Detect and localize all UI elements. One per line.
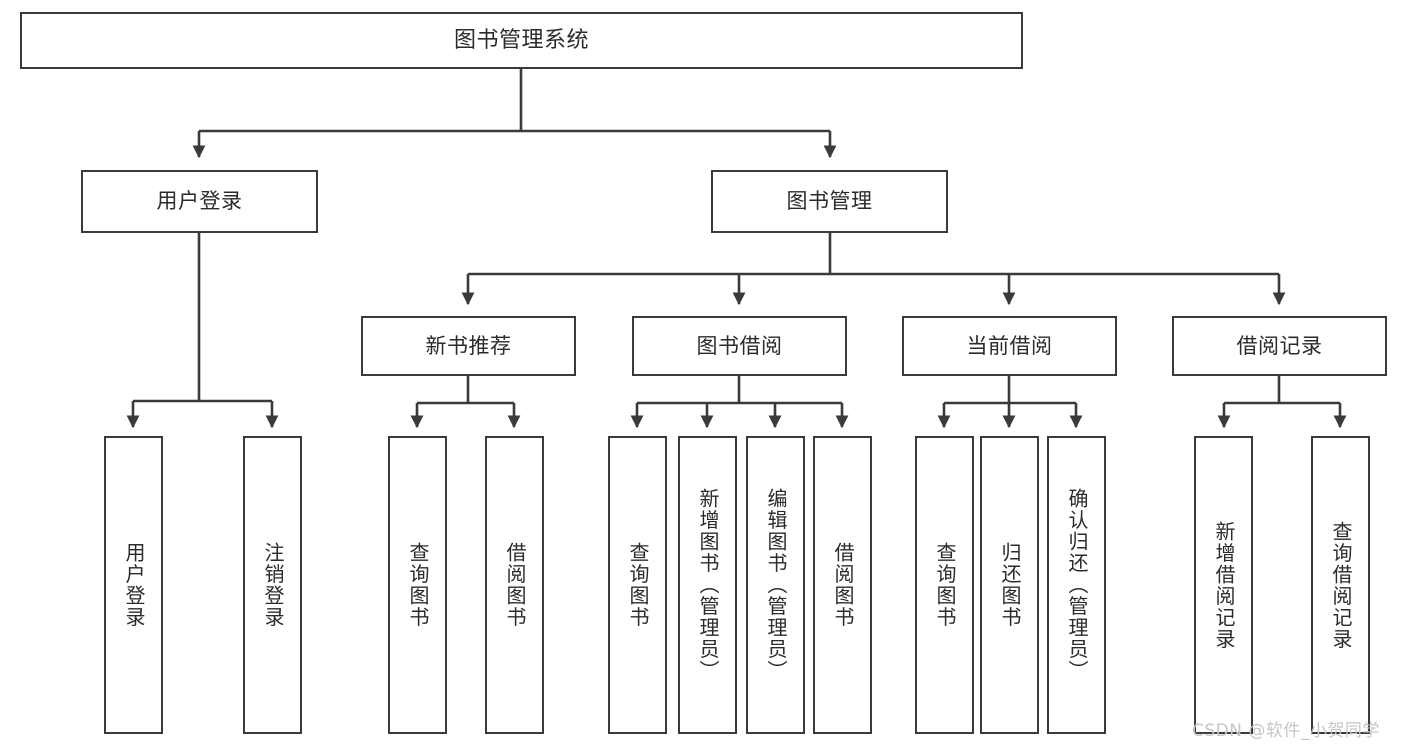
node-label: 新增图书（管理员） [696,488,720,682]
leaf-user-login-logout[interactable]: 注销登录 [243,436,302,734]
leaf-record-add-record[interactable]: 新增借阅记录 [1194,436,1253,734]
node-label: 新书推荐 [425,333,512,358]
leaf-borrow-query-book[interactable]: 查询图书 [608,436,667,734]
node-label: 图书管理系统 [453,27,589,53]
leaf-borrow-add-book-admin[interactable]: 新增图书（管理员） [678,436,737,734]
node-label: 用户登录 [156,189,243,214]
leaf-recommend-query-book[interactable]: 查询图书 [388,436,447,734]
leaf-current-query-book[interactable]: 查询图书 [915,436,974,734]
node-label: 注销登录 [261,542,285,628]
leaf-current-return-book[interactable]: 归还图书 [980,436,1039,734]
node-label: 确认归还（管理员） [1065,488,1089,682]
node-label: 图书借阅 [696,333,783,358]
node-label: 归还图书 [998,542,1022,628]
node-label: 借阅记录 [1236,333,1323,358]
node-current-borrow[interactable]: 当前借阅 [902,316,1117,376]
node-label: 查询图书 [933,542,957,628]
leaf-record-query-record[interactable]: 查询借阅记录 [1311,436,1370,734]
node-label: 用户登录 [122,542,146,628]
node-new-book-recommend[interactable]: 新书推荐 [361,316,576,376]
node-user-login[interactable]: 用户登录 [81,170,318,233]
node-label: 图书管理 [786,189,873,214]
node-label: 借阅图书 [503,542,527,628]
node-label: 编辑图书（管理员） [764,488,788,682]
node-label: 借阅图书 [831,542,855,628]
node-label: 查询图书 [626,542,650,628]
node-borrow-record[interactable]: 借阅记录 [1172,316,1387,376]
node-book-borrow[interactable]: 图书借阅 [632,316,847,376]
leaf-borrow-edit-book-admin[interactable]: 编辑图书（管理员） [746,436,805,734]
leaf-user-login-login[interactable]: 用户登录 [104,436,163,734]
node-label: 查询借阅记录 [1329,520,1353,650]
node-label: 查询图书 [406,542,430,628]
node-label: 当前借阅 [966,333,1053,358]
leaf-current-confirm-return-admin[interactable]: 确认归还（管理员） [1047,436,1106,734]
leaf-borrow-borrow-book[interactable]: 借阅图书 [813,436,872,734]
leaf-recommend-borrow-book[interactable]: 借阅图书 [485,436,544,734]
node-label: 新增借阅记录 [1212,520,1236,650]
node-root-system[interactable]: 图书管理系统 [20,12,1023,69]
node-book-management[interactable]: 图书管理 [711,170,948,233]
